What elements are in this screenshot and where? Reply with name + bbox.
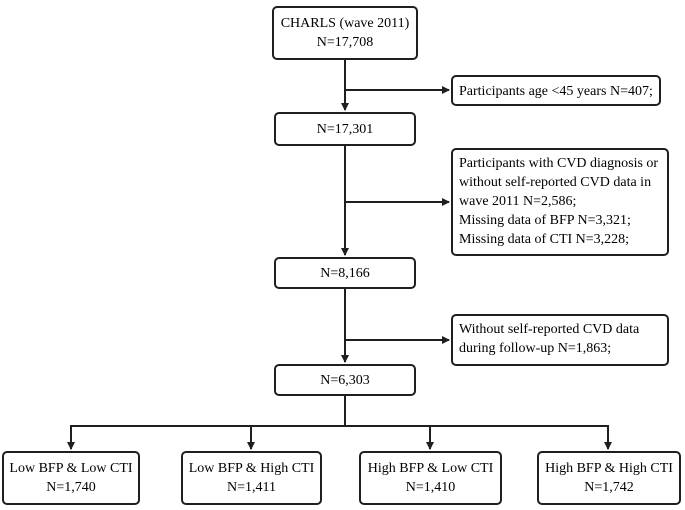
group-3-count: N=1,410 <box>405 480 456 495</box>
box-n-8166: N=8,166 <box>274 257 416 289</box>
exclusion-cvd-line-1: Participants with CVD diagnosis or <box>459 156 659 171</box>
box-n3-text: N=6,303 <box>320 372 370 388</box>
exclusion-box-age: Participants age <45 years N=407; <box>451 75 661 106</box>
group-1-count: N=1,740 <box>46 480 96 495</box>
exclusion-cvd-line-3: wave 2011 N=2,586; <box>459 194 577 209</box>
group-2-count: N=1,411 <box>227 480 276 495</box>
exclusion-cvd-line-4: Missing data of BFP N=3,321; <box>459 213 631 228</box>
exclusion-followup-line-2: during follow-up N=1,863; <box>459 341 612 356</box>
group-box-low-bfp-low-cti: Low BFP & Low CTI N=1,740 <box>2 451 140 505</box>
group-3-label: High BFP & Low CTI <box>367 461 494 476</box>
box-top-line-1: CHARLS (wave 2011) <box>280 16 410 31</box>
group-box-high-bfp-low-cti: High BFP & Low CTI N=1,410 <box>359 451 502 505</box>
group-1-label: Low BFP & Low CTI <box>9 461 133 476</box>
exclusion-cvd-line-5: Missing data of CTI N=3,228; <box>459 232 630 247</box>
exclusion-age-line-1: Participants age <45 years N=407; <box>459 84 653 99</box>
exclusion-cvd-line-2: without self-reported CVD data in <box>459 175 652 190</box>
box-n-17301: N=17,301 <box>274 112 416 146</box>
box-n-6303: N=6,303 <box>274 364 416 396</box>
exclusion-box-cvd-missing: Participants with CVD diagnosis or witho… <box>451 148 669 256</box>
group-4-label: High BFP & High CTI <box>545 461 673 476</box>
box-charls-wave-2011: CHARLS (wave 2011) N=17,708 <box>272 6 418 60</box>
group-4-count: N=1,742 <box>584 480 634 495</box>
box-top-line-2: N=17,708 <box>316 35 374 50</box>
exclusion-box-followup: Without self-reported CVD data during fo… <box>451 314 669 366</box>
box-n2-text: N=8,166 <box>320 265 370 281</box>
group-box-high-bfp-high-cti: High BFP & High CTI N=1,742 <box>537 451 681 505</box>
box-n1-text: N=17,301 <box>316 121 374 137</box>
exclusion-followup-line-1: Without self-reported CVD data <box>459 322 640 337</box>
group-box-low-bfp-high-cti: Low BFP & High CTI N=1,411 <box>181 451 322 505</box>
group-2-label: Low BFP & High CTI <box>188 461 315 476</box>
